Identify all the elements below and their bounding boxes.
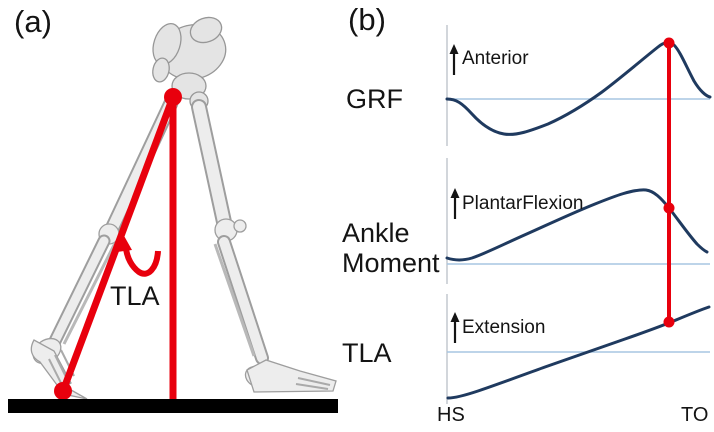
direction-label-plantarflexion: PlantarFlexion [462,193,584,214]
plot-zero-lines [447,98,710,353]
row-label-grf: GRF [346,84,403,114]
pelvis-bones [152,16,227,111]
up-arrow-icon [450,188,460,219]
ground-bar [8,399,338,413]
hip-marker-dot [164,88,182,106]
event-reference-annotation [663,37,675,328]
tla-angle-annotation [54,88,182,408]
plot-curves [445,41,712,400]
row-label-ankle: Ankle [342,218,410,248]
row-label-tla: TLA [342,338,392,368]
up-arrow-icon [450,312,460,343]
direction-label-extension: Extension [462,317,546,338]
trailing-leg-bones [30,95,179,400]
toe-marker-dot [54,382,72,400]
tla-curve [446,305,711,400]
grf-peak-dot [663,37,675,49]
ankle-moment-dot [663,202,675,214]
direction-label-anterior: Anterior [462,48,529,69]
up-arrow-icon [449,44,459,75]
x-axis-start-label: HS [437,404,465,426]
curved-arrow-head [117,234,132,252]
tla-angle-label: TLA [110,281,160,311]
skeleton-illustration [30,16,337,400]
tla-dot [663,316,675,328]
curved-arrow-icon [123,247,161,277]
grf-curve [445,41,712,136]
row-label-moment: Moment [342,248,440,278]
ankle-moment-curve [445,188,709,262]
x-axis-end-label: TO [681,404,709,426]
panel-b-label: (b) [348,2,386,37]
leading-leg-bones [191,99,337,393]
trailing-limb-line [59,95,177,393]
panel-a-label: (a) [14,4,52,39]
